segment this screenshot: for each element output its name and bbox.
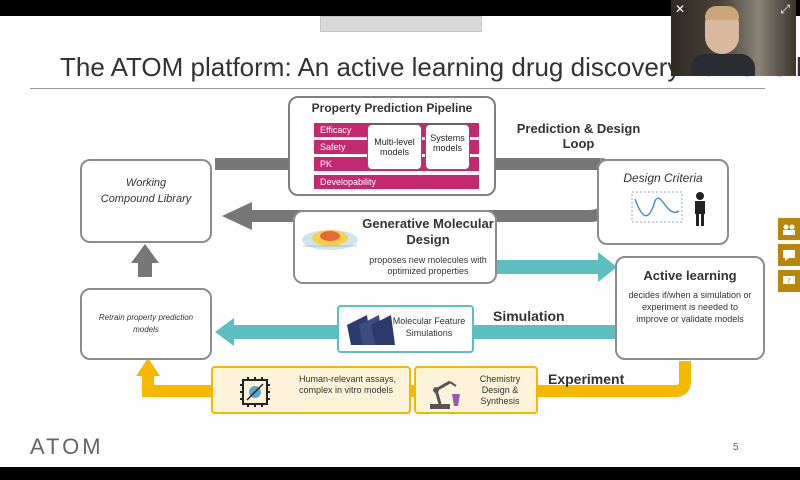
chat-icon — [783, 250, 795, 261]
surface-plot-icon — [302, 230, 358, 250]
chat-button[interactable] — [778, 244, 800, 266]
page-number: 5 — [733, 442, 739, 453]
active-learning-box: Active learning decides if/when a simula… — [615, 256, 765, 360]
close-icon[interactable]: ✕ — [675, 2, 686, 16]
assays-text: Human-relevant assays, complex in vitro … — [299, 374, 397, 395]
pipeline-heading: Property Prediction Pipeline — [311, 101, 473, 115]
slide: The ATOM platform: An active learning dr… — [0, 16, 800, 467]
chemistry-text: Chemistry Design & Synthesis — [479, 374, 521, 406]
active-learning-heading: Active learning — [643, 268, 737, 283]
chip-icon — [240, 377, 270, 407]
working-compound-library: Working Compound Library — [80, 159, 212, 243]
retrain-label: Retrain property prediction models — [98, 313, 194, 334]
working-library-label: Working Compound Library — [100, 177, 192, 205]
retrain-box: Retrain property prediction models — [80, 288, 212, 360]
robot-arm-icon — [430, 380, 460, 409]
title-divider — [30, 88, 765, 89]
person-icon — [695, 192, 705, 226]
active-learning-sub: decides if/when a simulation or experime… — [628, 290, 752, 324]
loop-label: Prediction & Design Loop — [516, 121, 641, 151]
atom-logo: ATOM — [30, 434, 104, 459]
teal-arrow-left-head — [215, 318, 234, 346]
chemistry-box: Chemistry Design & Synthesis — [414, 366, 538, 414]
design-criteria-box: Design Criteria — [597, 159, 729, 245]
criteria-graph-icon — [631, 191, 683, 223]
up-arrow-shaft — [138, 261, 152, 277]
fullscreen-icon[interactable]: ⤢ — [780, 2, 790, 16]
gold-loop — [142, 361, 691, 397]
generative-heading: Generative Molecular Design — [362, 216, 494, 247]
svg-text:?: ? — [787, 277, 791, 285]
systems-models-box: Systems models — [425, 124, 470, 170]
webcam-overlay[interactable]: ✕ ⤢ — [671, 0, 796, 76]
simulation-slabs-icon — [347, 315, 395, 345]
simulation-box-text: Molecular Feature Simulations — [392, 316, 466, 338]
people-icon — [783, 224, 795, 235]
teal-arrow-right — [490, 260, 600, 274]
design-criteria-label: Design Criteria — [623, 171, 703, 185]
participants-button[interactable] — [778, 218, 800, 240]
question-icon: ? — [783, 276, 795, 285]
gold-arrow-head — [136, 358, 160, 376]
assays-box: Human-relevant assays, complex in vitro … — [211, 366, 411, 414]
qa-button[interactable]: ? — [778, 270, 800, 292]
simulation-label: Simulation — [493, 308, 565, 324]
multilevel-models-box: Multi-level models — [367, 124, 422, 170]
webcam-person-shirt — [691, 54, 755, 76]
slide-top-handle[interactable] — [320, 16, 482, 32]
bar-developability: Developability — [314, 175, 479, 189]
teal-arrow-right-head — [598, 252, 617, 282]
molecular-feature-simulations: Molecular Feature Simulations — [337, 305, 474, 353]
generative-molecular-design: Generative Molecular Design proposes new… — [293, 210, 497, 284]
webcam-person-hair — [705, 6, 739, 20]
up-arrow-head — [131, 244, 159, 263]
left-arrow-head — [222, 202, 252, 230]
generative-sub: proposes new molecules with optimized pr… — [369, 255, 487, 276]
experiment-label: Experiment — [548, 371, 625, 387]
